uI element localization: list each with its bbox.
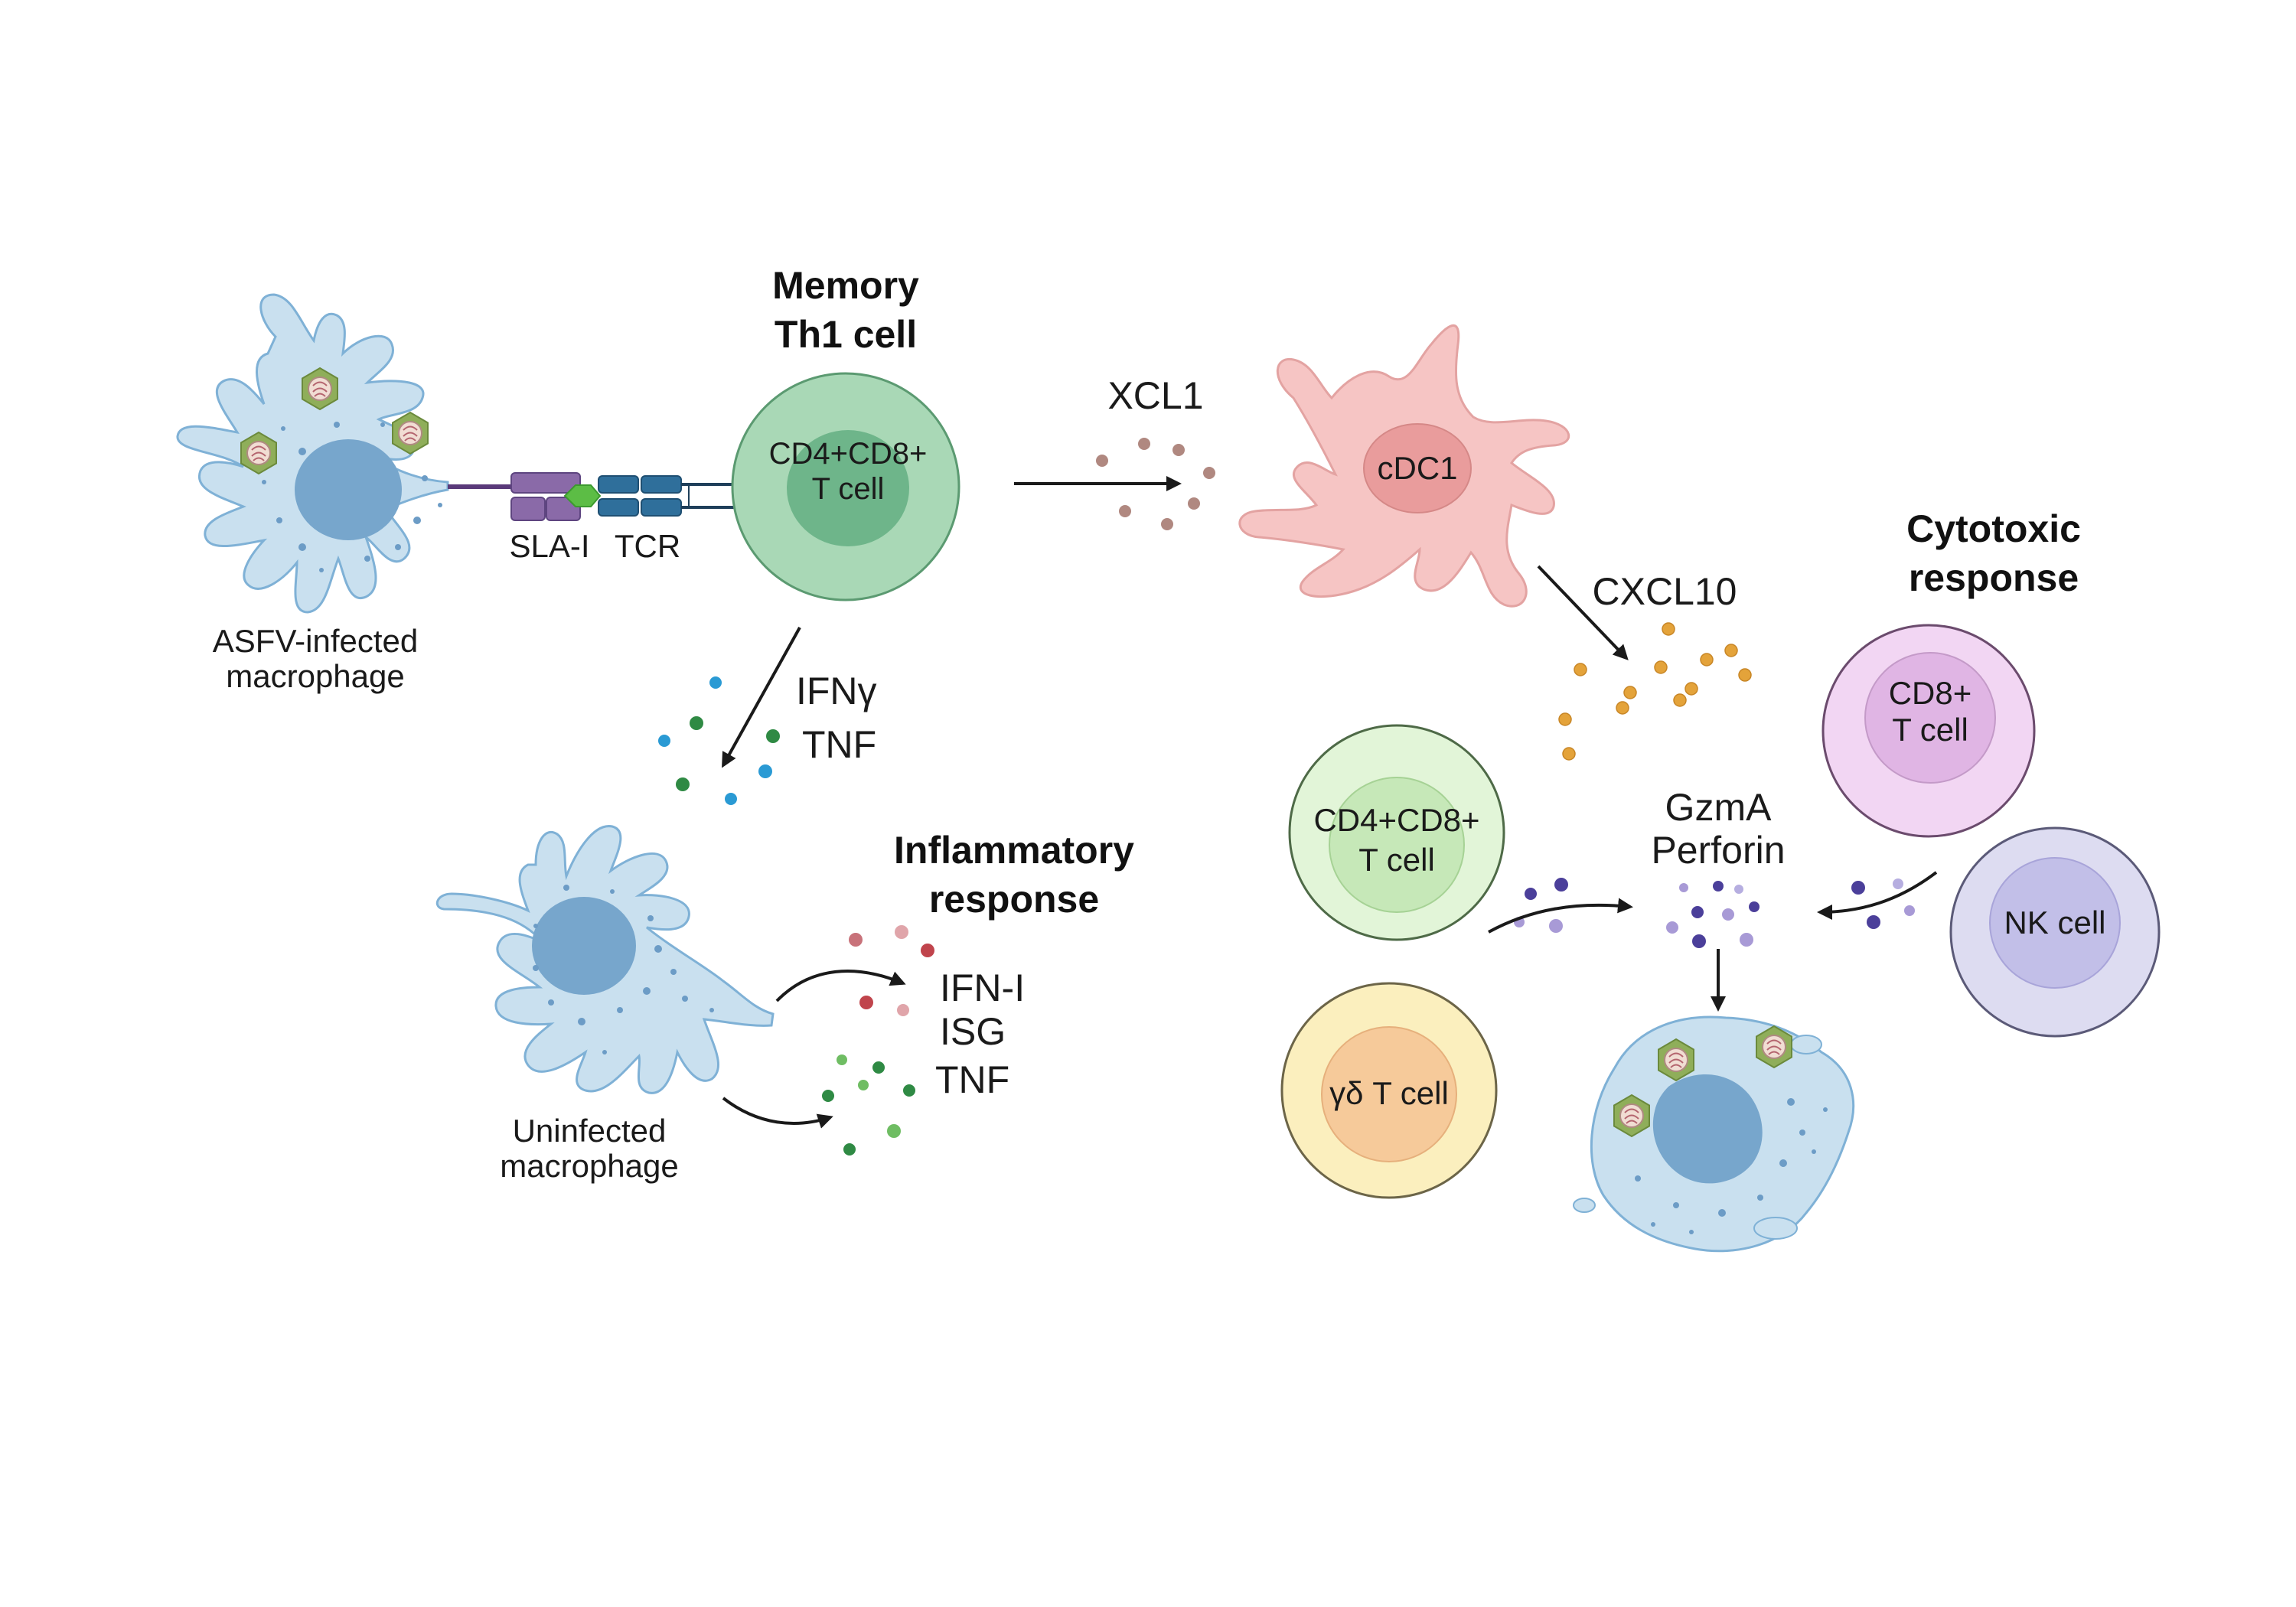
infected-macrophage-label-line2: macrophage: [226, 658, 404, 694]
ifng-arrow-icon: [722, 627, 801, 768]
ifng-label: IFNγ: [796, 670, 877, 712]
cytotoxic-title-line1: Cytotoxic: [1906, 507, 2081, 550]
cxcl10-chemokine-dots: [1558, 622, 1752, 761]
tnf-curved-arrow-icon: [722, 1097, 833, 1129]
nk-granules: [1851, 878, 1915, 929]
cd8-t-cell-label-line2: T cell: [1892, 712, 1968, 748]
tcr-label: TCR: [615, 528, 680, 564]
infected-macrophage-label-line1: ASFV-infected: [213, 623, 418, 659]
gzma-label: GzmA: [1665, 786, 1773, 829]
asfv-infected-macrophage: [176, 293, 449, 614]
nk-cell: [1949, 826, 2161, 1038]
cd8-t-cell-label-line1: CD8+: [1889, 675, 1972, 711]
cxcl10-arrow-icon: [1537, 565, 1629, 660]
target-infected-cell: [1573, 1015, 1854, 1253]
ifng-tnf-cytokine-dots: [658, 676, 780, 805]
uninfected-macrophage: [435, 825, 775, 1094]
cd8-t-cell: [1821, 624, 2036, 838]
ifn-i-isg-dots: [849, 925, 934, 1016]
gamma-delta-t-cell-label: γδ T cell: [1329, 1075, 1449, 1111]
sla-i-molecule: [510, 472, 581, 521]
tnf-bottom-label: TNF: [935, 1058, 1009, 1101]
cd4cd8-to-target-curved-arrow-icon: [1488, 898, 1633, 934]
memory-th1-title-line1: Memory: [772, 264, 919, 307]
gzma-perforin-granules: [1666, 881, 1760, 948]
inflammatory-title-line2: response: [929, 878, 1099, 921]
infected-macrophage-nucleus: [295, 439, 402, 540]
inflammatory-curved-arrow-icon: [775, 970, 906, 1002]
xcl1-chemokine-dots: [1096, 438, 1215, 530]
memory-th1-title-line2: Th1 cell: [775, 313, 917, 356]
uninfected-macrophage-label-line1: Uninfected: [513, 1113, 667, 1149]
tnf-top-label: TNF: [802, 723, 876, 766]
cytotoxic-title-line2: response: [1909, 556, 2079, 599]
cd4-cd8-t-cell-label-line2: T cell: [1358, 842, 1435, 878]
th1-cell-label-line2: T cell: [812, 472, 885, 506]
cdc1-cell: [1238, 324, 1570, 608]
th1-cell-label-line1: CD4+CD8+: [769, 437, 928, 471]
cd4-cd8-t-cell: [1288, 724, 1505, 941]
cdc1-label: cDC1: [1377, 450, 1457, 486]
uninfected-macrophage-granules: [533, 885, 714, 1054]
sla-i-label: SLA-I: [509, 528, 589, 564]
inflammatory-title-line1: Inflammatory: [894, 829, 1134, 872]
cd4-cd8-t-cell-label-line1: CD4+CD8+: [1313, 802, 1479, 838]
ifn-i-label: IFN-I: [940, 966, 1025, 1009]
perforin-label: Perforin: [1651, 829, 1785, 872]
cxcl10-label: CXCL10: [1593, 570, 1737, 613]
tnf-bottom-dots: [822, 1054, 915, 1156]
memory-th1-cell: [731, 372, 960, 601]
uninfected-macrophage-label-line2: macrophage: [500, 1148, 678, 1184]
immune-synapse: [448, 472, 750, 521]
tcr-receptor: [598, 475, 682, 517]
xcl1-label: XCL1: [1107, 374, 1203, 417]
cd4cd8-granules: [1514, 878, 1568, 933]
gamma-delta-t-cell: [1280, 982, 1498, 1199]
peptide-antigen: [563, 484, 602, 507]
uninfected-macrophage-nucleus: [532, 897, 636, 995]
isg-label: ISG: [940, 1010, 1006, 1053]
nk-to-target-curved-arrow-icon: [1817, 871, 1938, 920]
nk-cell-label: NK cell: [2004, 905, 2105, 940]
